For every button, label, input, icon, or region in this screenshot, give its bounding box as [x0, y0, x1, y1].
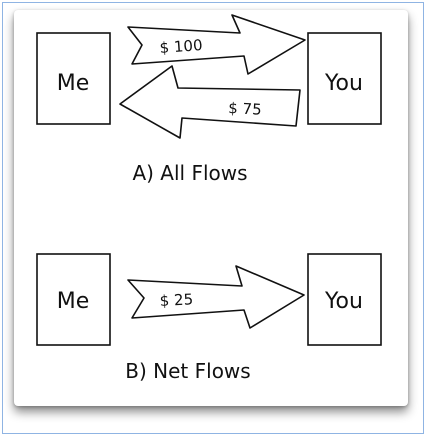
flow-arrow-left-a: [119, 65, 301, 139]
flow-arrow-right-b: [127, 265, 305, 329]
box-me-a-label: Me: [57, 71, 90, 96]
flow-label-75: $ 75: [228, 99, 262, 119]
box-you-a: [307, 32, 382, 125]
flow-arrow-right-a: [127, 14, 306, 75]
box-you-b: [307, 253, 382, 346]
flow-label-25: $ 25: [159, 290, 193, 310]
box-me-b: [36, 253, 111, 346]
flow-label-100: $ 100: [159, 36, 203, 57]
caption-all-flows: A) All Flows: [132, 161, 247, 185]
box-you-b-label: You: [324, 289, 363, 314]
box-you-a-label: You: [324, 71, 363, 96]
box-me-a: [36, 32, 111, 125]
caption-net-flows: B) Net Flows: [125, 359, 250, 383]
box-me-b-label: Me: [57, 289, 90, 314]
panel-all-flows: Me You $ 100 $ 75 A) All Flows: [36, 14, 382, 185]
panel-net-flows: Me You $ 25 B) Net Flows: [36, 253, 382, 383]
